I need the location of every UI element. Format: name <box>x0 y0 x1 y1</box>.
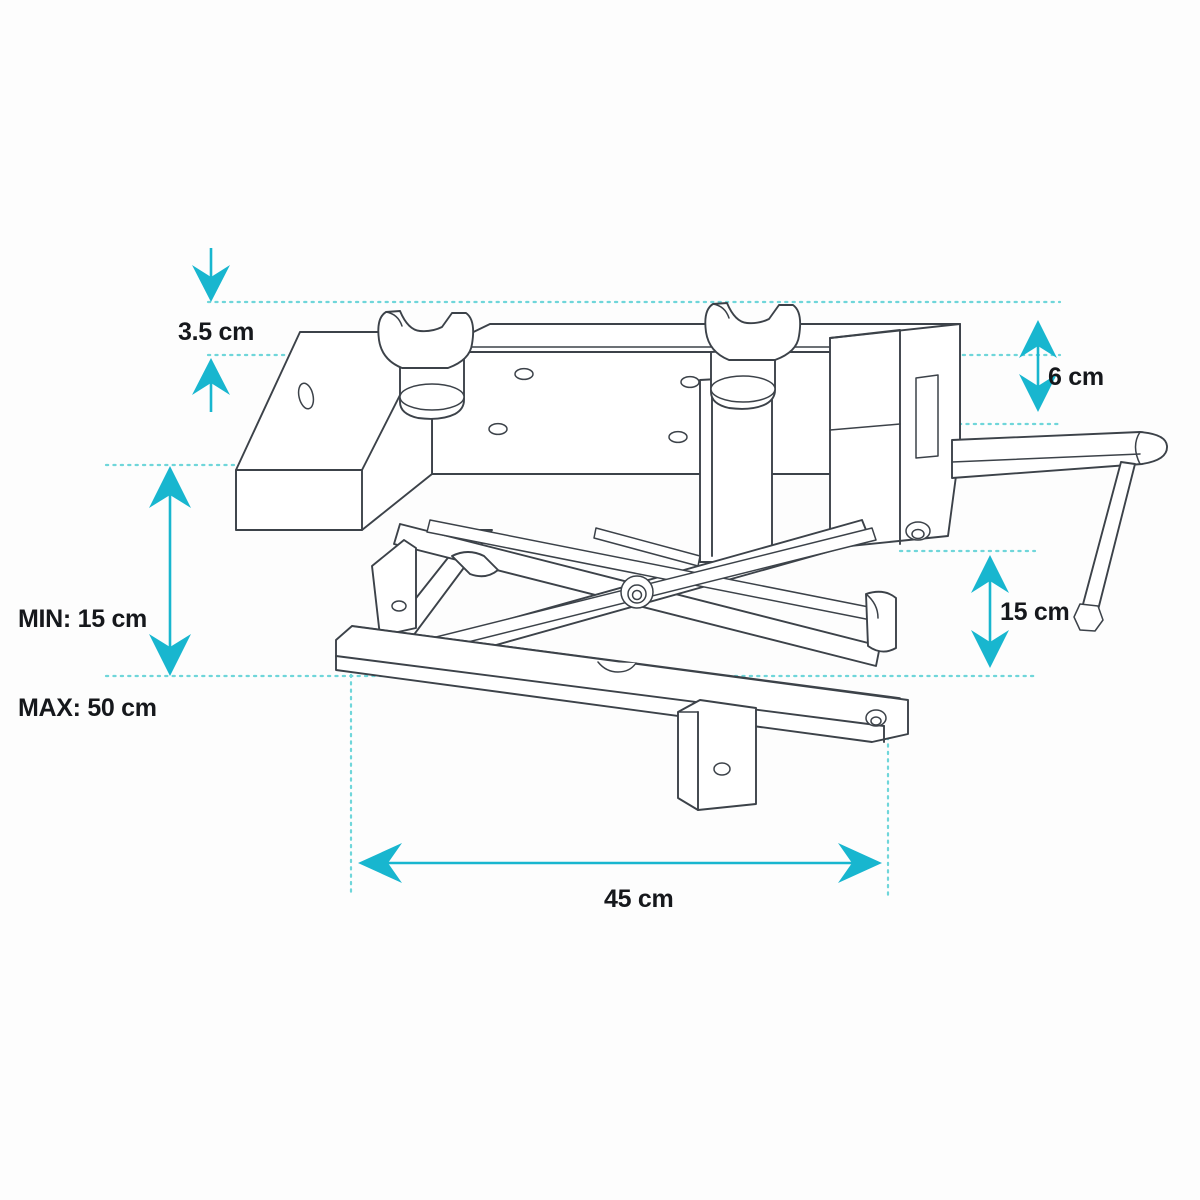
scissor-mechanism <box>371 519 897 673</box>
base-rail-bolt <box>865 709 887 727</box>
dimension-label-max: MAX: 50 cm <box>18 693 157 722</box>
dimension-arrow-3-5cm <box>192 248 230 412</box>
saddle-pad-right <box>699 302 802 563</box>
pivot-bolt <box>620 575 654 609</box>
crank-handle <box>951 431 1168 632</box>
dimension-arrow-min-max <box>149 466 191 676</box>
dimension-arrow-6cm <box>1019 320 1057 412</box>
dimension-label-45cm: 45 cm <box>604 885 674 913</box>
base-rail <box>335 625 909 743</box>
saddle-pad-left <box>377 310 475 420</box>
dimension-arrow-45cm <box>358 843 882 883</box>
dimension-arrow-15cm <box>971 555 1009 668</box>
dimension-label-3-5cm: 3.5 cm <box>178 318 255 346</box>
scissor-jack-illustration <box>235 302 1168 811</box>
mounting-bracket <box>677 699 757 811</box>
left-end-block <box>235 331 433 531</box>
dimension-label-min-max: MIN: 15 cm MAX: 50 cm <box>18 546 157 782</box>
dimension-label-min: MIN: 15 cm <box>18 605 147 633</box>
dimension-label-15cm: 15 cm <box>1000 598 1070 626</box>
dimension-label-6cm: 6 cm <box>1048 363 1104 391</box>
roller-pin-left <box>451 551 499 578</box>
roller-pin-right <box>865 590 897 653</box>
housing-bolt <box>905 521 931 541</box>
gear-housing <box>829 323 961 549</box>
